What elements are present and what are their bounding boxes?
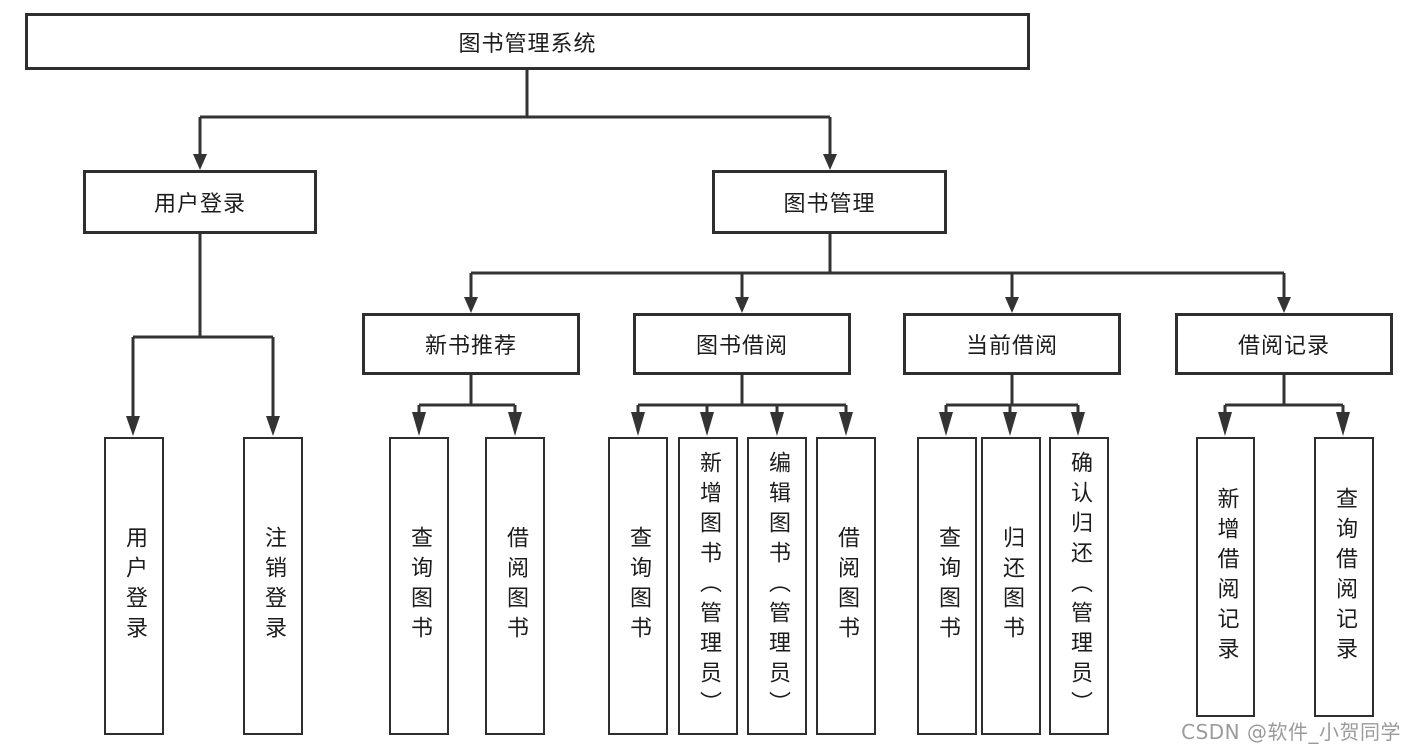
node-label: 图书管理系统 [458, 31, 597, 57]
leaf-label: 新增借阅记录 [1213, 487, 1239, 667]
leaf-label: 借阅图书 [834, 526, 859, 646]
leaf-label: 归还图书 [999, 526, 1024, 646]
leaf-query-books-current: 查询图书 [917, 437, 977, 735]
leaf-logout-login: 注销登录 [243, 437, 303, 735]
node-user-login: 用户登录 [83, 170, 317, 234]
node-label: 用户登录 [153, 192, 246, 217]
leaf-query-borrow-record: 查询借阅记录 [1314, 437, 1374, 717]
leaf-label: 注销登录 [261, 526, 286, 646]
leaf-label: 用户登录 [122, 526, 147, 646]
leaf-label: 查询借阅记录 [1332, 487, 1357, 667]
node-label: 新书推荐 [424, 334, 517, 359]
node-root-library-management-system: 图书管理系统 [25, 13, 1030, 70]
node-label: 当前借阅 [965, 334, 1058, 359]
leaf-label: 查询图书 [935, 526, 960, 646]
leaf-confirm-return-admin: 确认归还（管理员） [1049, 437, 1109, 735]
leaf-label: 新增图书（管理员） [696, 451, 721, 721]
node-label: 借阅记录 [1237, 334, 1330, 359]
leaf-query-books-borrow: 查询图书 [608, 437, 668, 735]
leaf-label: 查询图书 [407, 526, 432, 646]
arrowheads [126, 154, 1350, 436]
leaf-edit-books-admin: 编辑图书（管理员） [747, 437, 807, 735]
node-label: 图书管理 [783, 192, 876, 217]
node-book-management: 图书管理 [712, 170, 947, 234]
leaf-borrow-books-recommend: 借阅图书 [485, 437, 545, 735]
leaf-borrow-books: 借阅图书 [816, 437, 876, 735]
node-current-borrow: 当前借阅 [903, 313, 1121, 375]
node-book-borrow: 图书借阅 [633, 313, 851, 375]
node-borrow-records: 借阅记录 [1175, 313, 1393, 375]
leaf-query-books-recommend: 查询图书 [389, 437, 449, 735]
node-label: 图书借阅 [695, 334, 788, 359]
leaf-user-login: 用户登录 [104, 437, 164, 735]
leaf-add-books-admin: 新增图书（管理员） [678, 437, 738, 735]
leaf-add-borrow-record: 新增借阅记录 [1196, 437, 1255, 717]
csdn-watermark: CSDN @软件_小贺同学 [1181, 720, 1401, 744]
leaf-label: 确认归还（管理员） [1067, 451, 1092, 721]
node-new-book-recommend: 新书推荐 [362, 313, 580, 375]
leaf-return-books: 归还图书 [981, 437, 1041, 735]
leaf-label: 查询图书 [626, 526, 651, 646]
leaf-label: 借阅图书 [503, 526, 528, 646]
leaf-label: 编辑图书（管理员） [765, 451, 790, 721]
